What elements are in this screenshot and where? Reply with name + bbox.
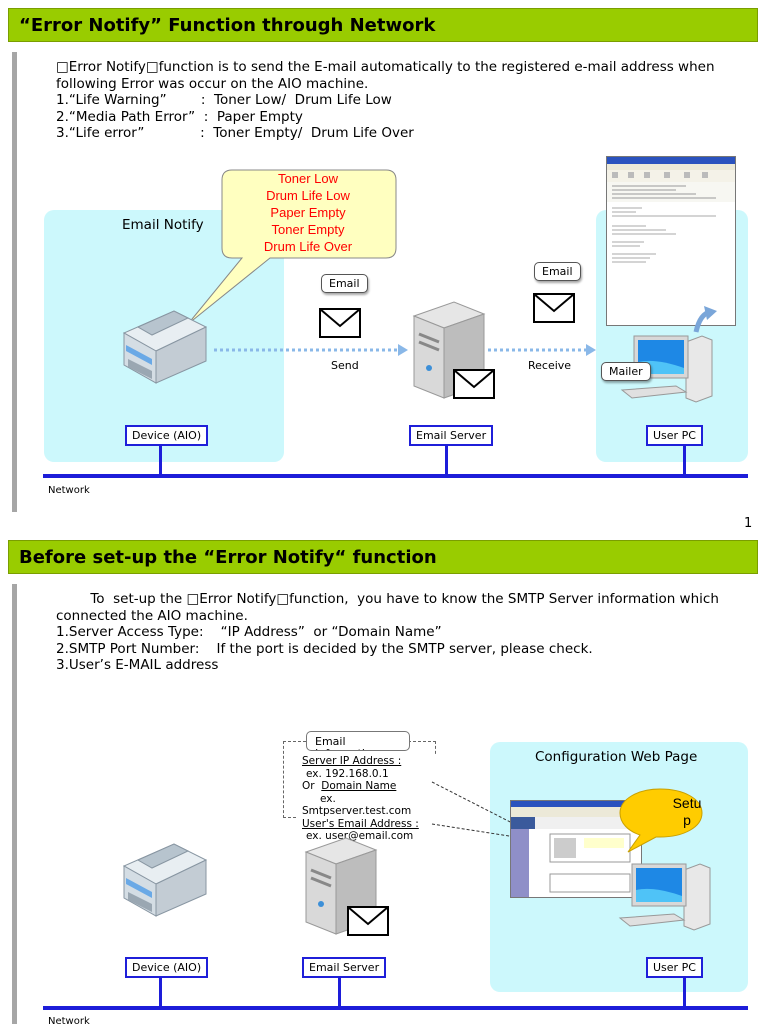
callout-item: Drum Life Over xyxy=(263,239,353,254)
email-server-label: Email Server xyxy=(302,957,387,978)
user-pc-icon xyxy=(618,863,711,931)
aio-printer-icon xyxy=(122,843,208,917)
slide1-intro-text: □Error Notify□function is to send the E-… xyxy=(56,59,715,141)
page-number: 1 xyxy=(744,516,753,531)
email-info-details: Server IP Address : ex. 192.168.0.1 Or D… xyxy=(296,755,436,842)
callout-item: Toner Empty xyxy=(271,222,345,237)
user-pc-label: User PC xyxy=(646,425,703,446)
callout-item: Paper Empty xyxy=(270,205,346,220)
network-drop-line xyxy=(159,976,162,1006)
callout-error-list: Toner Low Drum Life Low Paper Empty Tone… xyxy=(222,170,394,255)
slide2-left-accent-bar xyxy=(12,584,17,1024)
user-pc-label: User PC xyxy=(646,957,703,978)
envelope-icon xyxy=(533,293,575,323)
user-email-example: ex. user@email.com xyxy=(306,830,414,842)
network-drop-line xyxy=(683,444,686,474)
email-client-screenshot xyxy=(606,156,736,326)
email-server-label: Email Server xyxy=(409,425,494,446)
send-arrow xyxy=(214,344,408,356)
dashed-connector-lines xyxy=(431,781,523,839)
domain-ex: ex. xyxy=(320,792,336,805)
callout-item: Toner Low xyxy=(278,171,338,186)
curved-arrow-icon xyxy=(693,306,717,333)
mailer-tag: Mailer xyxy=(601,362,651,381)
slide2-title: Before set-up the “Error Notify“ functio… xyxy=(19,547,437,568)
domain-name-label: Domain Name xyxy=(321,780,397,792)
email-notify-label: Email Notify xyxy=(122,217,204,233)
user-pc-icon xyxy=(620,335,713,403)
slide2-intro-text: To set-up the □Error Notify□function, yo… xyxy=(56,591,719,673)
network-line xyxy=(43,474,748,478)
email-tag-receive: Email xyxy=(534,262,581,281)
envelope-icon xyxy=(319,308,361,338)
or-text: Or xyxy=(302,780,315,792)
slide2-title-bar: Before set-up the “Error Notify“ functio… xyxy=(8,540,758,574)
receive-arrow xyxy=(488,344,596,356)
server-ip-label: Server IP Address : xyxy=(302,755,402,767)
email-information-tag: Email Information xyxy=(306,731,410,751)
network-label: Network xyxy=(48,485,90,496)
setup-bubble xyxy=(619,788,703,853)
envelope-icon xyxy=(453,369,495,399)
email-tag-send: Email xyxy=(321,274,368,293)
device-aio-label: Device (AIO) xyxy=(125,957,209,978)
config-web-page-title: Configuration Web Page xyxy=(535,749,698,765)
network-drop-line xyxy=(683,976,686,1006)
slide1-title-bar: “Error Notify” Function through Network xyxy=(8,8,758,42)
setup-bubble-text: Setu p xyxy=(672,795,702,828)
network-drop-line xyxy=(445,444,448,474)
domain-example: Smtpserver.test.com xyxy=(302,805,412,817)
network-drop-line xyxy=(338,976,341,1006)
server-ip-example: ex. 192.168.0.1 xyxy=(306,767,389,780)
device-aio-label: Device (AIO) xyxy=(125,425,209,446)
slide1-left-accent-bar xyxy=(12,52,17,512)
config-web-page-screenshot xyxy=(510,800,642,898)
callout-item: Drum Life Low xyxy=(266,188,350,203)
network-label: Network xyxy=(48,1016,90,1027)
aio-printer-icon xyxy=(122,310,208,384)
user-email-label: User's Email Address : xyxy=(302,817,419,830)
receive-label: Receive xyxy=(528,359,572,372)
network-drop-line xyxy=(159,444,162,474)
error-callout-bubble xyxy=(187,169,397,325)
slide1-title: “Error Notify” Function through Network xyxy=(19,15,436,36)
envelope-icon xyxy=(347,906,389,936)
send-label: Send xyxy=(331,359,359,372)
network-line xyxy=(43,1006,748,1010)
